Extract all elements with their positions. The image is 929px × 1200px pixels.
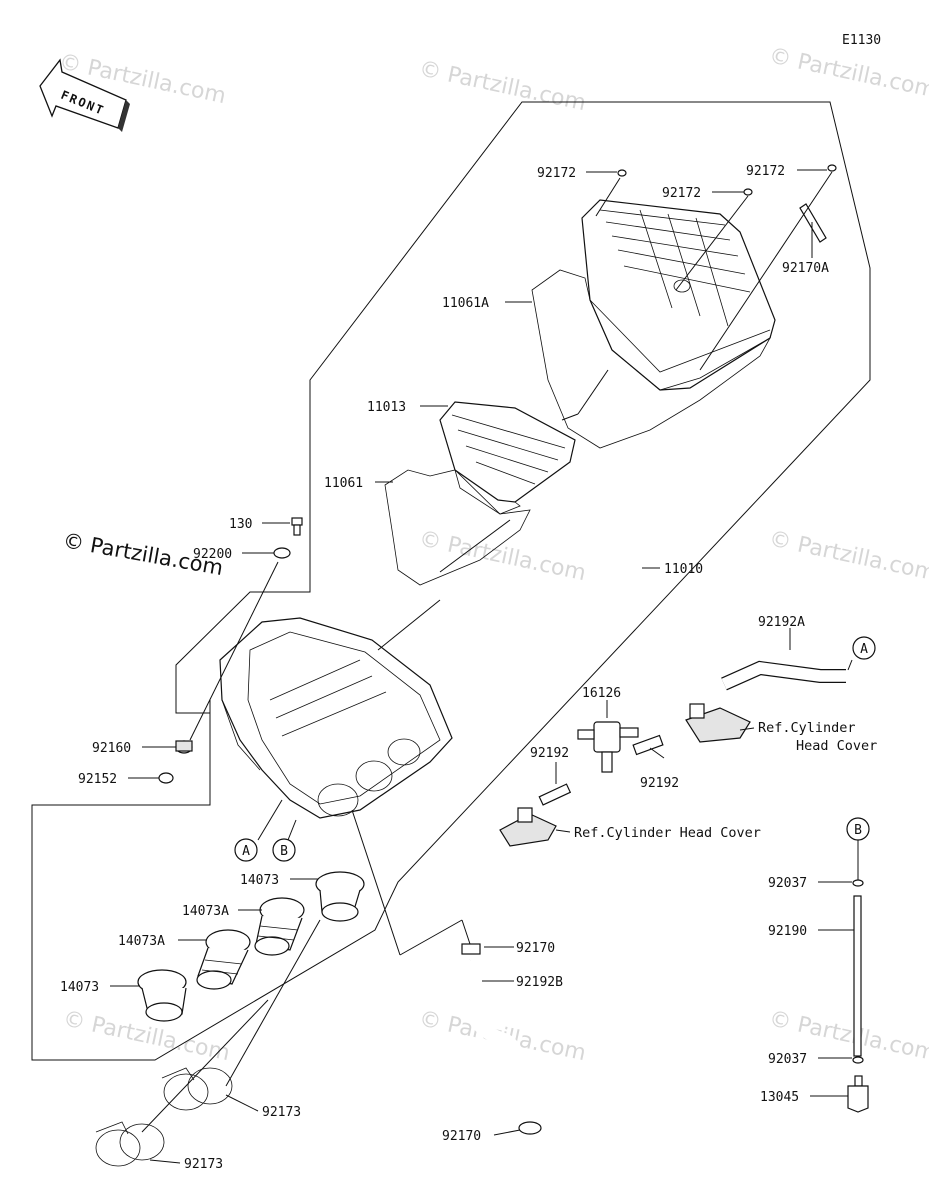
label-92037-a: 92037 [768,876,807,891]
label-11013: 11013 [367,400,406,415]
label-92192B: 92192B [516,975,563,990]
watermark-1: © Partzilla.com [417,56,588,116]
diagram-code: E1130 [842,33,881,48]
funnel-14073A-upper [254,897,305,956]
watermark-2: © Partzilla.com [767,43,929,103]
label-11010: 11010 [664,562,703,577]
hose-92192-right [632,734,664,756]
watermark-5: © Partzilla.com [767,526,929,586]
air-valve-16126 [577,721,639,773]
label-92173-b: 92173 [184,1157,223,1172]
svg-text:B: B [854,823,862,838]
watermark-6: © Partzilla.com [61,1006,232,1066]
ref-cylinder-head-cover-1-line2: Head Cover [796,738,877,754]
leader-lines [110,169,859,1164]
gasket-11061 [384,469,531,586]
hose-92192A [721,660,846,691]
label-14073A-a: 14073A [182,904,229,919]
air-box-case [219,617,453,819]
ref-cylinder-head-cover-1-line1: Ref.Cylinder [758,720,856,736]
callout-b-right: B [846,817,870,841]
front-arrow-icon: FRONT [39,58,130,132]
clamp-92173-upper [161,1067,233,1111]
ref-cylinder-head-cover-2: Ref.Cylinder Head Cover [574,825,761,841]
label-14073-b: 14073 [60,980,99,995]
collar-92170A [799,203,827,243]
callout-a-left: A [234,838,258,862]
label-11061: 11061 [324,476,363,491]
clamp-92170-a [461,943,481,955]
label-92173-a: 92173 [262,1105,301,1120]
bolt-92172-b [743,188,753,196]
svg-text:B: B [280,844,288,859]
clamp-92170-b [518,1121,542,1135]
hose-92192-left [538,783,572,806]
drain-plug-13045 [847,1075,869,1113]
assembly-outline-11010 [31,101,871,1061]
label-92170A: 92170A [782,261,829,276]
drain-hose-92190 [853,895,862,1057]
label-92200: 92200 [193,547,232,562]
washer-92200 [273,547,291,559]
grommet-92160 [175,740,193,754]
clip-92037-b [852,1056,864,1064]
part-labels: 92172 92172 92172 92170A 11061A 11013 11… [60,164,829,1172]
air-filter-element [439,401,576,515]
label-92160: 92160 [92,741,131,756]
collar-92152 [158,772,174,784]
label-92170-b: 92170 [442,1129,481,1144]
reference-labels: Ref.Cylinder Head Cover Ref.Cylinder Hea… [574,720,877,841]
callout-b-left: B [272,838,296,862]
funnel-14073A-lower [196,929,251,990]
callout-a-right: A [852,636,876,660]
funnel-14073-front [315,871,365,922]
label-92192-b: 92192 [640,776,679,791]
svg-text:A: A [242,844,250,859]
label-92190: 92190 [768,924,807,939]
label-92172-a: 92172 [537,166,576,181]
label-14073-a: 14073 [240,873,279,888]
label-11061A: 11061A [442,296,489,311]
hose-92192B [459,958,532,1113]
label-14073A-b: 14073A [118,934,165,949]
label-130: 130 [229,517,252,532]
label-92172-b: 92172 [662,186,701,201]
label-92192-a: 92192 [530,746,569,761]
svg-text:A: A [860,642,868,657]
air-cleaner-cover [581,199,776,391]
gasket-11061A [531,269,772,449]
clamp-92173-lower [95,1121,165,1167]
cylinder-head-cover-fitting-1 [685,703,751,743]
bolt-130 [291,517,303,536]
label-92170-a: 92170 [516,941,555,956]
label-92037-b: 92037 [768,1052,807,1067]
label-92192A: 92192A [758,615,805,630]
label-16126: 16126 [582,686,621,701]
cylinder-head-cover-fitting-2 [499,807,557,847]
label-13045: 13045 [760,1090,799,1105]
bolt-92172-a [617,169,627,177]
clip-92037-a [852,879,864,887]
label-92152: 92152 [78,772,117,787]
label-92172-c: 92172 [746,164,785,179]
watermark-4: © Partzilla.com [417,526,588,586]
funnel-14073-rear [137,969,187,1022]
bolt-92172-c [827,164,837,172]
